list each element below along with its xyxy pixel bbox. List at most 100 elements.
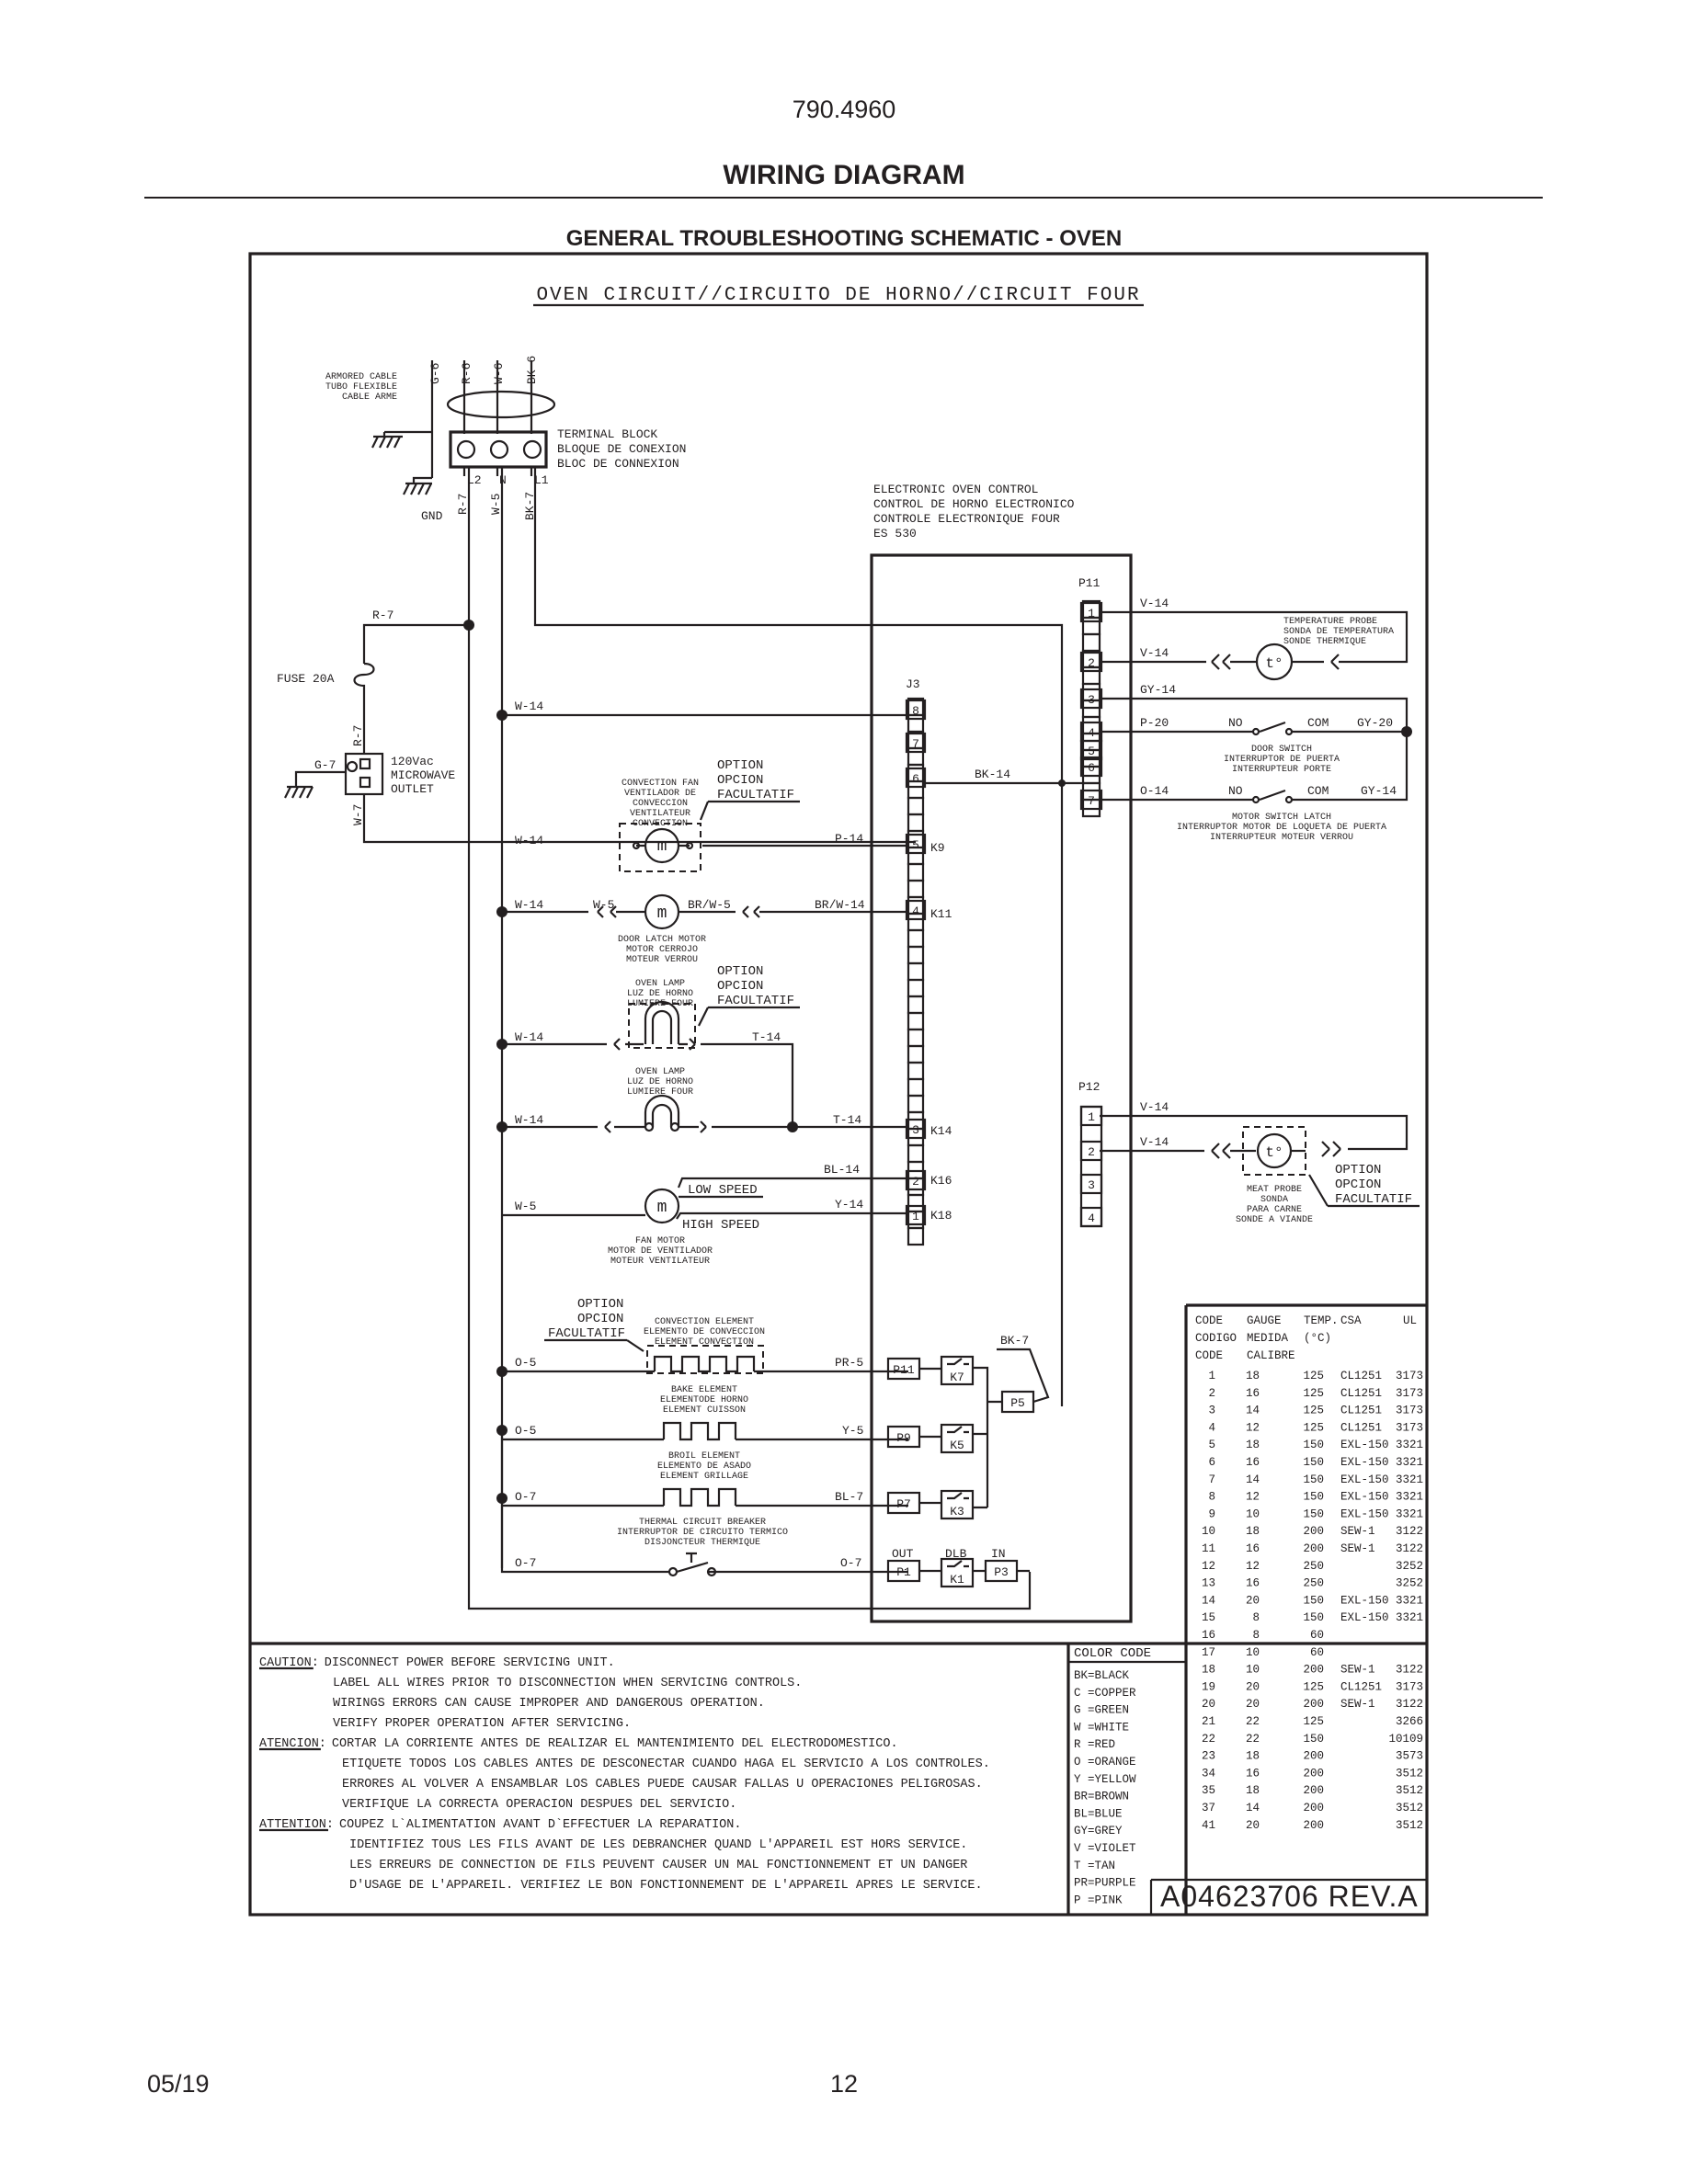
gauge-table-header: CALIBRE bbox=[1247, 1349, 1295, 1362]
gauge-table-cell: EXL-150 bbox=[1340, 1491, 1389, 1504]
model-number: 790.4960 bbox=[792, 96, 896, 123]
j3-cell bbox=[907, 1143, 925, 1164]
svg-text:TERMINAL BLOCK: TERMINAL BLOCK bbox=[557, 427, 657, 441]
svg-text:P1: P1 bbox=[896, 1565, 911, 1579]
j3-cell bbox=[907, 928, 925, 949]
svg-text:ELEMENT CUISSON: ELEMENT CUISSON bbox=[663, 1405, 746, 1416]
convection-fan-label: CONVECTION FAN VENTILADOR DE CONVECCION … bbox=[622, 779, 699, 829]
gauge-table-cell: SEW-1 bbox=[1340, 1542, 1375, 1555]
schematic-subtitle: GENERAL TROUBLESHOOTING SCHEMATIC - OVEN bbox=[565, 226, 1123, 251]
gauge-table-cell: 3512 bbox=[1396, 1802, 1423, 1814]
gauge-table-cell: 12 bbox=[1202, 1560, 1215, 1573]
j3-pin-number: 7 bbox=[912, 737, 919, 751]
j3-cell bbox=[907, 978, 925, 998]
convection-fan-option-box bbox=[619, 823, 701, 872]
relay-k9: K9 bbox=[930, 841, 945, 855]
gauge-table-cell: 8 bbox=[1208, 1491, 1215, 1504]
color-code-item: V =VIOLET bbox=[1074, 1842, 1136, 1855]
gauge-table-cell: 10 bbox=[1246, 1664, 1260, 1677]
j3-cell bbox=[907, 1061, 925, 1081]
gauge-table-cell: 13 bbox=[1202, 1577, 1215, 1590]
gauge-table-cell: 4 bbox=[1208, 1421, 1215, 1434]
footer-date: 05/19 bbox=[147, 2070, 210, 2098]
p12-label: P12 bbox=[1078, 1080, 1100, 1094]
g7-label: G-7 bbox=[314, 758, 336, 772]
relay-k14: K14 bbox=[930, 1124, 952, 1138]
relay-k18: K18 bbox=[930, 1209, 952, 1223]
j3-pin-2 bbox=[905, 1169, 927, 1191]
gauge-table-cell: 3173 bbox=[1396, 1421, 1423, 1434]
svg-text:LUZ DE HORNO: LUZ DE HORNO bbox=[627, 989, 693, 999]
p12-pin-number: 4 bbox=[1088, 1211, 1095, 1225]
svg-text:FACULTATIF: FACULTATIF bbox=[717, 994, 794, 1008]
gauge-table-cell: 150 bbox=[1303, 1507, 1324, 1520]
outlet-label: 120Vac MICROWAVE OUTLET bbox=[391, 755, 455, 796]
svg-text:K5: K5 bbox=[950, 1439, 964, 1452]
bl7-label: BL-7 bbox=[835, 1490, 863, 1504]
gy14-label-1: GY-14 bbox=[1140, 683, 1176, 697]
j3-cell bbox=[907, 879, 925, 899]
svg-text:INTERRUPTOR MOTOR DE LOQUETA D: INTERRUPTOR MOTOR DE LOQUETA DE PUERTA bbox=[1177, 823, 1386, 833]
meat-probe-label: MEAT PROBE SONDA PARA CARNE SONDE A VIAN… bbox=[1236, 1185, 1313, 1225]
door-latch-motor: m bbox=[644, 893, 680, 930]
p11-pin-number: 3 bbox=[1088, 693, 1095, 707]
gauge-table-cell: 3321 bbox=[1396, 1456, 1423, 1469]
j3-cell bbox=[907, 1044, 925, 1064]
j3-cell bbox=[907, 796, 925, 816]
dlb-label: DLB bbox=[945, 1547, 967, 1561]
gauge-table-cell: 18 bbox=[1246, 1439, 1260, 1451]
gauge-table-cell: 3252 bbox=[1396, 1577, 1423, 1590]
svg-text:FACULTATIF: FACULTATIF bbox=[1335, 1192, 1412, 1207]
gauge-table-cell: 14 bbox=[1202, 1594, 1215, 1607]
gauge-table-cell: EXL-150 bbox=[1340, 1473, 1389, 1486]
caution-line: DISCONNECT POWER BEFORE SERVICING UNIT. bbox=[325, 1656, 615, 1670]
gauge-table-cell: 22 bbox=[1202, 1733, 1215, 1746]
w5-label-2: W-5 bbox=[515, 1200, 536, 1213]
j3-pin-number: 3 bbox=[912, 1123, 919, 1137]
gauge-table-cell: 3321 bbox=[1396, 1594, 1423, 1607]
o5-label-2: O-5 bbox=[515, 1424, 536, 1438]
gauge-table-cell: 250 bbox=[1303, 1577, 1324, 1590]
svg-text:W-5: W-5 bbox=[489, 494, 503, 515]
gauge-table-cell: 125 bbox=[1303, 1715, 1324, 1728]
j3-cell bbox=[907, 1094, 925, 1114]
svg-text:INTERRUPTEUR PORTE: INTERRUPTEUR PORTE bbox=[1232, 765, 1331, 775]
page-title: WIRING DIAGRAM bbox=[723, 160, 965, 190]
w7-label: W-7 bbox=[351, 804, 365, 825]
v14-label-3: V-14 bbox=[1140, 1100, 1169, 1114]
svg-text:OPTION: OPTION bbox=[717, 758, 763, 773]
gauge-table-cell: 16 bbox=[1202, 1629, 1215, 1642]
gauge-table-cell: 3512 bbox=[1396, 1784, 1423, 1797]
gauge-table-header: GAUGE bbox=[1247, 1314, 1282, 1327]
gauge-table-cell: 19 bbox=[1202, 1680, 1215, 1693]
gauge-table-cell: 20 bbox=[1246, 1594, 1260, 1607]
caution-line: VERIFIQUE LA CORRECTA OPERACION DESPUES … bbox=[342, 1798, 736, 1812]
gauge-table-cell: CL1251 bbox=[1340, 1405, 1382, 1417]
caution-line: ETIQUETE TODOS LOS CABLES ANTES DE DESCO… bbox=[342, 1757, 990, 1771]
gauge-table-cell: 5 bbox=[1208, 1439, 1215, 1451]
option-label-probe: OPTION OPCION FACULTATIF bbox=[1335, 1163, 1412, 1207]
j3-cell bbox=[907, 995, 925, 1015]
j3-label: J3 bbox=[906, 677, 920, 691]
schematic-frame bbox=[248, 252, 1429, 1917]
j3-pin-number: 8 bbox=[912, 704, 919, 718]
gauge-table-cell: 150 bbox=[1303, 1733, 1324, 1746]
svg-text:P11: P11 bbox=[893, 1363, 915, 1377]
j3-pin-number: 4 bbox=[912, 904, 919, 918]
color-code-item: GY=GREY bbox=[1074, 1825, 1123, 1837]
caution-line: ERRORES AL VOLVER A ENSAMBLAR LOS CABLES… bbox=[342, 1778, 983, 1792]
relay-block-k5: K5 bbox=[940, 1423, 975, 1454]
relay-k11: K11 bbox=[930, 907, 952, 921]
fan-motor-label: FAN MOTOR MOTOR DE VENTILADOR MOTEUR VEN… bbox=[608, 1236, 713, 1267]
svg-text:CONVECTION FAN: CONVECTION FAN bbox=[622, 779, 699, 789]
gauge-table-cell: 7 bbox=[1208, 1473, 1215, 1486]
gauge-table-cell: CL1251 bbox=[1340, 1680, 1382, 1693]
gauge-table-header: UL bbox=[1403, 1314, 1417, 1327]
svg-text:VENTILADOR DE: VENTILADOR DE bbox=[624, 789, 696, 799]
svg-text:CABLE ARME: CABLE ARME bbox=[342, 392, 397, 403]
title-rule bbox=[144, 197, 1543, 199]
relay-k16: K16 bbox=[930, 1174, 952, 1188]
j3-cell bbox=[907, 1077, 925, 1098]
gauge-table-cell: 14 bbox=[1246, 1473, 1260, 1486]
y14-label: Y-14 bbox=[835, 1198, 863, 1211]
